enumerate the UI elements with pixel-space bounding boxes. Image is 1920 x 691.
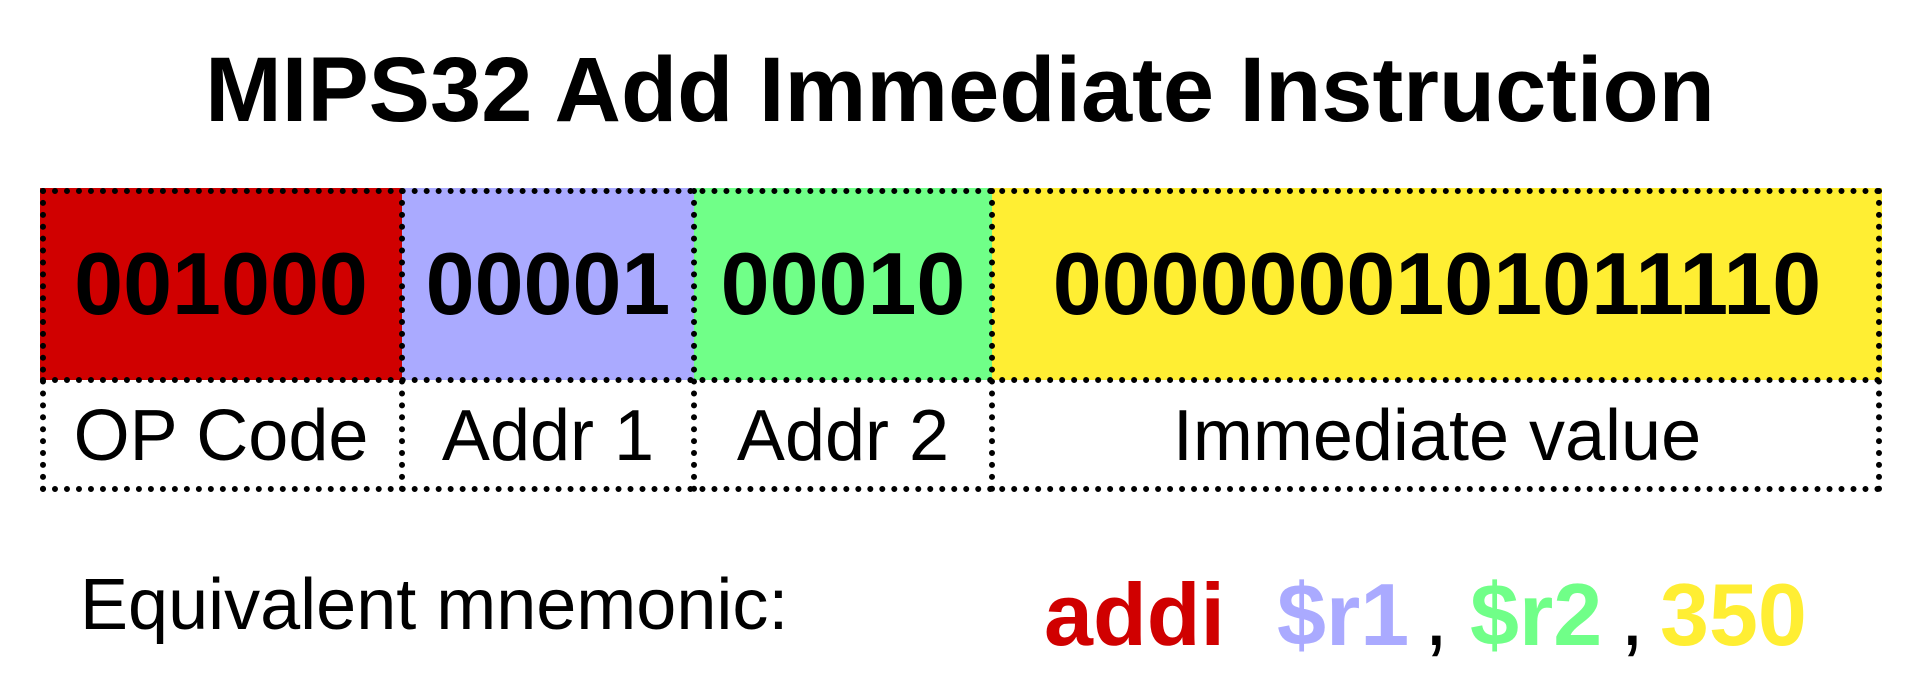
addr2-bits: 00010 xyxy=(694,188,992,380)
mnemonic-op: addi xyxy=(1044,565,1225,664)
immediate-bits: 0000000101011110 xyxy=(992,188,1882,380)
opcode-bits: 001000 xyxy=(40,188,402,380)
mnemonic-label: Equivalent mnemonic: xyxy=(80,565,789,645)
addr2-label: Addr 2 xyxy=(736,396,950,476)
mnemonic-comma-1: , xyxy=(1424,565,1449,664)
mnemonic-reg1: $r1 xyxy=(1277,565,1410,664)
addr1-bits: 00001 xyxy=(402,188,694,380)
mnemonic-reg2: $r2 xyxy=(1470,565,1603,664)
mnemonic-immediate: 350 xyxy=(1660,565,1807,664)
addr1-label: Addr 1 xyxy=(441,396,655,476)
opcode-label: OP Code xyxy=(73,396,369,476)
mnemonic-comma-2: , xyxy=(1620,565,1645,664)
diagram-title: MIPS32 Add Immediate Instruction xyxy=(205,39,1715,141)
immediate-label: Immediate value xyxy=(1172,396,1702,476)
